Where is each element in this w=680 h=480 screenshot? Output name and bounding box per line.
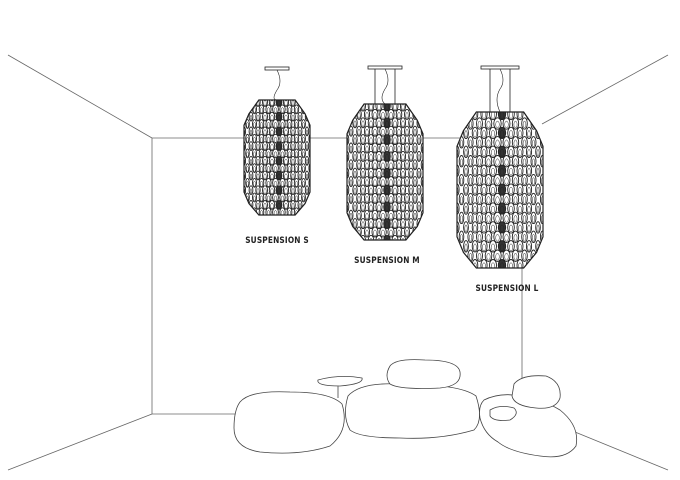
lamp-suspension-s bbox=[243, 66, 311, 216]
lamp-suspension-m bbox=[346, 65, 424, 241]
lamp-pattern bbox=[457, 112, 543, 268]
back-cushion-right bbox=[511, 375, 561, 409]
sofa-center bbox=[345, 383, 480, 439]
label-suspension-s: SUSPENSION S bbox=[245, 236, 309, 246]
sofa bbox=[233, 359, 578, 458]
label-suspension-m: SUSPENSION M bbox=[354, 256, 420, 266]
cushion bbox=[386, 359, 461, 389]
side-table bbox=[317, 376, 363, 398]
lamp-suspension-l bbox=[456, 65, 544, 269]
label-suspension-l: SUSPENSION L bbox=[475, 284, 539, 294]
pouf-left bbox=[233, 391, 345, 454]
small-pad bbox=[489, 406, 517, 421]
